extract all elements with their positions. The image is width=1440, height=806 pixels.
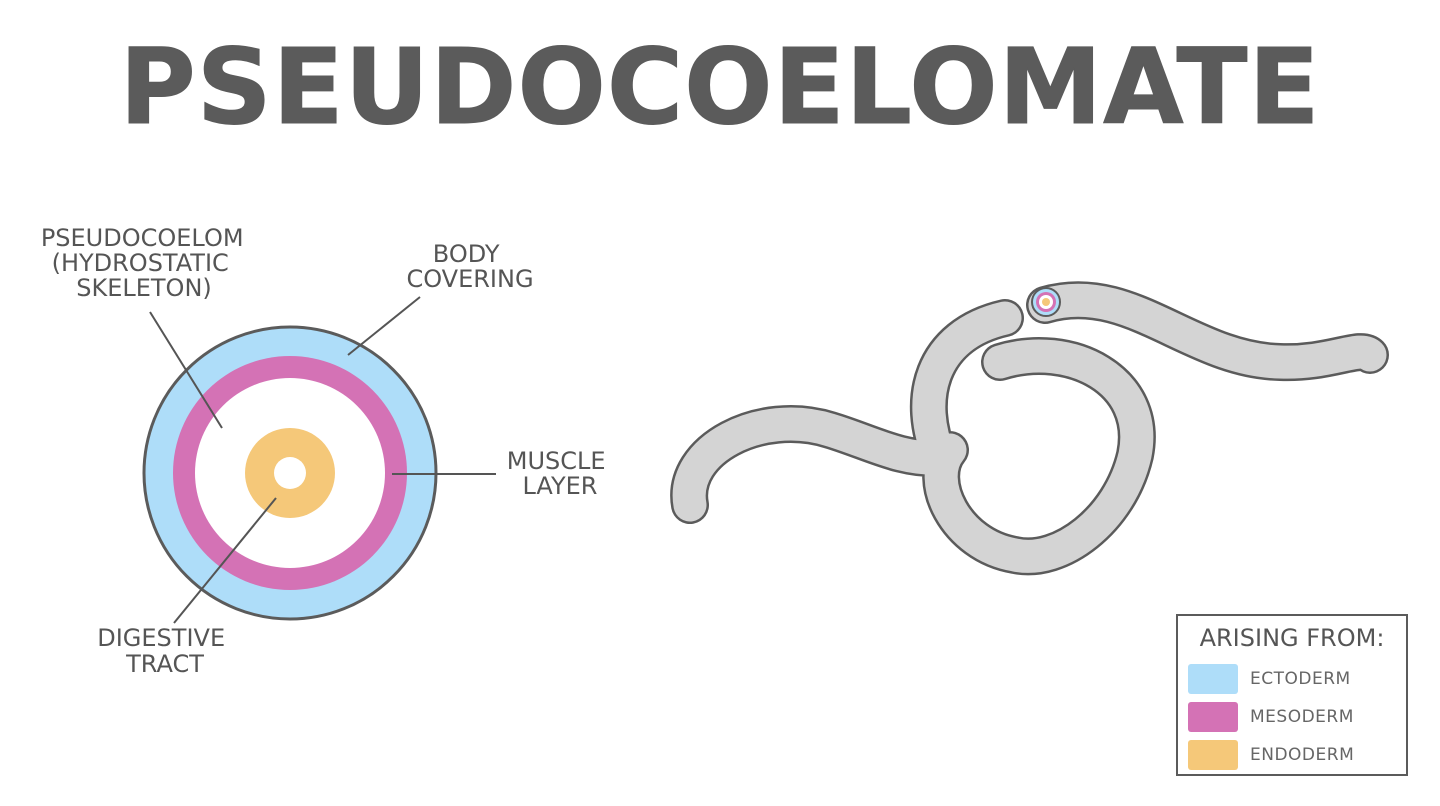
legend-label-mesoderm: MESODERM [1250,707,1354,727]
legend-label-ectoderm: ECTODERM [1250,669,1351,689]
page-title: PSEUDOCOELOMATE [119,26,1321,148]
body-covering-leader [347,296,421,356]
pseudocoelom-leader [149,311,223,429]
worm-cross-section-gut [1042,298,1050,306]
legend-item-endoderm: ENDODERM [1188,740,1398,772]
muscle-layer-label: MUSCLE LAYER [507,447,613,500]
worm-body-fill [672,283,1387,573]
legend-label-endoderm: ENDODERM [1250,745,1355,765]
digestive-tract-leader [173,497,277,624]
legend-box: ARISING FROM: ECTODERM MESODERM ENDODERM [1176,614,1408,776]
gut-lumen [274,457,306,489]
pseudocoelom-label: PSEUDOCOELOM (HYDROSTATIC SKELETON) [41,224,251,302]
worm-icon [670,281,1389,576]
legend-title: ARISING FROM: [1199,624,1385,652]
mesoderm-swatch [1188,702,1238,732]
legend-item-mesoderm: MESODERM [1188,702,1398,734]
endoderm-swatch [1188,740,1238,770]
digestive-tract-label: DIGESTIVE TRACT [97,624,233,678]
leader-lines [149,296,496,624]
body-covering-label: BODY COVERING [406,240,533,293]
ectoderm-swatch [1188,664,1238,694]
legend-item-ectoderm: ECTODERM [1188,664,1398,696]
